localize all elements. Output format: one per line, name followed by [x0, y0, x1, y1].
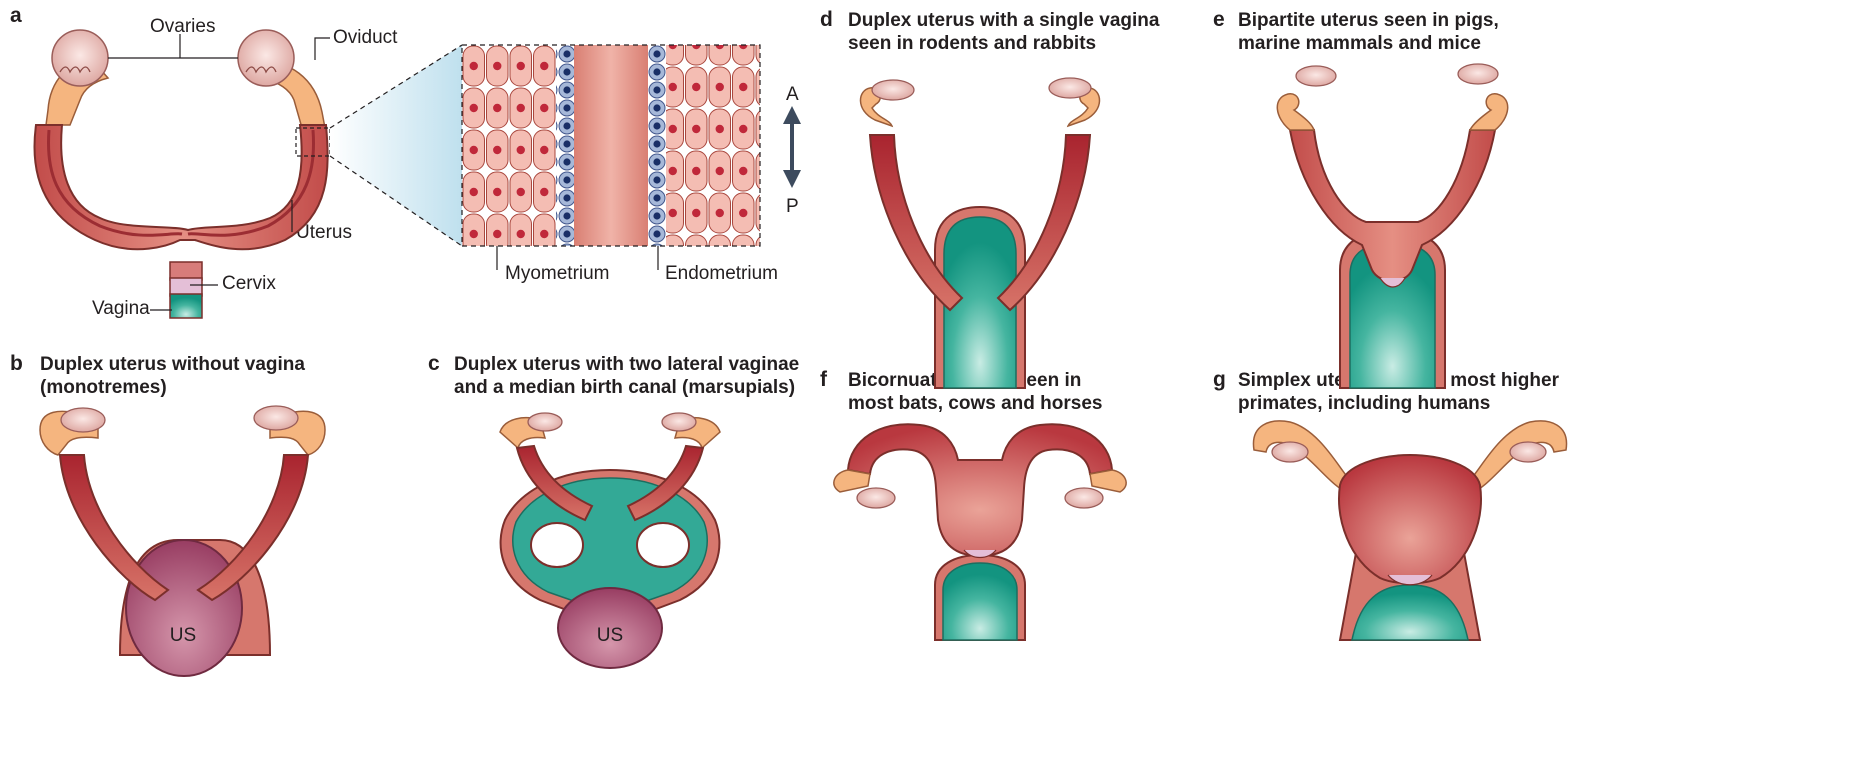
panel-b-diagram: US [40, 406, 325, 676]
ovary-left-c [528, 413, 562, 431]
leader-ovaries [108, 34, 238, 58]
vagina-a [170, 294, 202, 318]
ovary-right-b [254, 406, 298, 430]
ovary-right-c [662, 413, 696, 431]
uterus-left-b [60, 455, 168, 600]
lateral-vagina-opening-right-c [637, 523, 689, 567]
zoom-cone [330, 45, 462, 246]
endometrium-right [648, 45, 666, 246]
uterine-lumen [574, 45, 648, 246]
ovary-left-a [52, 30, 108, 86]
us-label-b: US [170, 625, 196, 646]
uterus-e [1290, 130, 1495, 281]
us-label-c: US [597, 625, 623, 646]
tissue-leaders [497, 246, 658, 270]
ovary-left-f [857, 488, 895, 508]
lateral-vagina-opening-left-c [531, 523, 583, 567]
ovary-left-d [872, 80, 914, 100]
endometrium-left [556, 45, 574, 246]
oviduct-right-e [1470, 94, 1508, 130]
ovary-right-e [1458, 64, 1498, 84]
tissue-section [462, 45, 760, 270]
ovary-left-e [1296, 66, 1336, 86]
oviduct-right-f [1090, 470, 1126, 492]
panel-d-diagram [860, 78, 1099, 388]
ap-axis-arrow [783, 106, 801, 188]
ovary-right-f [1065, 488, 1103, 508]
panel-e-diagram [1277, 64, 1507, 388]
urogenital-sinus-b [126, 540, 242, 676]
panel-f-diagram [834, 424, 1126, 640]
ovary-right-a [238, 30, 294, 86]
oviduct-left-f [834, 470, 870, 492]
ovary-right-d [1049, 78, 1091, 98]
leader-oviduct [315, 38, 330, 60]
ovary-right-g [1510, 442, 1546, 462]
panel-g-diagram [1253, 421, 1566, 640]
uterus-horns [34, 125, 327, 249]
oviduct-left-e [1277, 94, 1314, 130]
ovary-left-g [1272, 442, 1308, 462]
myometrium-right [666, 45, 760, 246]
ovary-left-b [61, 408, 105, 432]
vagina-f [943, 563, 1017, 640]
panel-a-anatomy [34, 30, 330, 318]
myometrium-left [462, 45, 556, 246]
panel-c-diagram: US [500, 413, 720, 668]
